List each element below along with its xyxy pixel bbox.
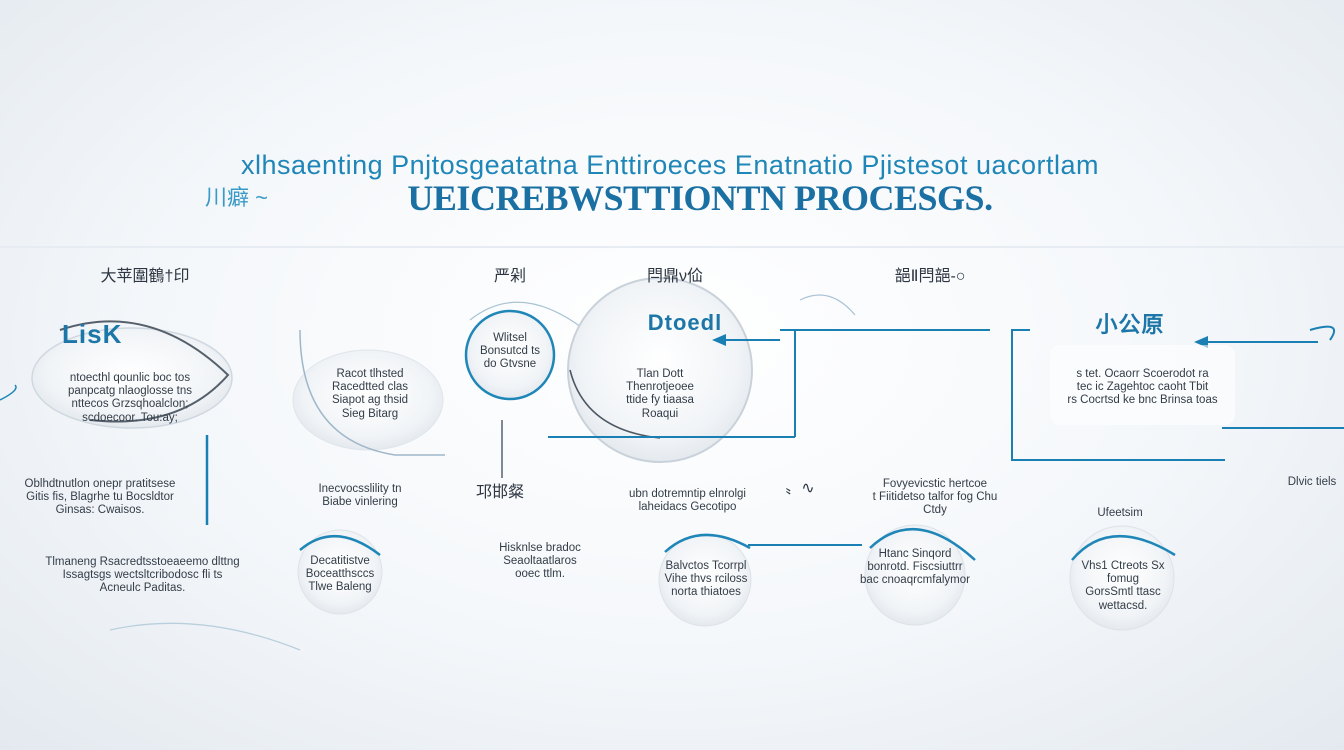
node-d-arc [569, 369, 661, 439]
row2-center-mark: 〟∿ [785, 480, 815, 497]
node-b-arc [299, 329, 445, 456]
node-e-logo: 小公原 [1095, 312, 1165, 337]
circle-4 [1069, 525, 1175, 631]
circle-4-arc [1071, 535, 1176, 561]
circle-3-text: Htanc Sinqord bonrotd. Fiscsiuttrr bac c… [860, 548, 970, 587]
row2-mid-a: Inecvocsslility tn Biabe vinlering [318, 483, 402, 509]
column-head-2: 严剁 [493, 268, 526, 285]
row2-mid-cjk: 邛邯粲 [475, 484, 524, 501]
column-head-4: 郶Ⅱ閂郶-○ [894, 268, 966, 285]
wisp-bottom-left [109, 622, 301, 651]
node-c-swirl [469, 301, 586, 331]
title-line-1: xlhsaenting Pnjtosgeatatna Enttiroeces E… [241, 150, 1099, 180]
node-a-logo: LisK [62, 319, 123, 349]
circle-1-arc [299, 535, 381, 556]
row2-left-a: Oblhdtnutlon onepr pratitsese Gitis fis,… [24, 478, 176, 517]
node-a-bubble [31, 327, 233, 429]
node-c-text: Wlitsel Bonsutcd ts do Gtvsne [479, 332, 541, 371]
circle-2-text: Balvctos Tcorrpl Vihe thvs rciloss norta… [664, 560, 748, 599]
title-cjk-left: 川癖 ~ [205, 185, 268, 210]
node-e-swirl [1309, 325, 1335, 341]
wisp-top-right [799, 294, 856, 316]
node-e-bracket [1011, 329, 1225, 461]
node-b-text: Racot tlhsted Racedtted clas Siapot ag t… [331, 368, 409, 420]
row2-far-right-a: Dlvic tiels [1287, 476, 1337, 488]
row2-far-right-b: Ufeetsim [1097, 507, 1143, 519]
row2-right-a: Fovyevicstic hertcoe t Fiitidetso talfor… [872, 478, 998, 517]
circle-1 [297, 529, 383, 615]
node-d-logo: Dtoedl [647, 310, 723, 335]
circle-2-arc [664, 533, 751, 553]
node-d-circle [567, 277, 753, 463]
column-head-3: 閂鼎ν佡 [646, 268, 703, 285]
node-a-arc [59, 320, 230, 423]
wisp-left-edge [0, 384, 17, 401]
node-e-text: s tet. Ocaorr Scoerodot ra tec ic Zageht… [1067, 368, 1218, 407]
node-a-text: ntoecthl qounlic boc tos panpcatg nlaogl… [67, 372, 193, 424]
row2-mid-b: Hisknlse bradoc Seaoltaatlaros ooec ttlm… [499, 542, 581, 581]
arrow-into-d-head [712, 334, 726, 346]
node-e-panel [1050, 345, 1235, 425]
row2-left-b: Tlmaneng Rsacredtsstoeaeemo dlttng Issag… [45, 556, 240, 595]
circle-4-text: Vhs1 Ctreots Sx fomug GorsSmtl ttasc wet… [1081, 560, 1165, 612]
circle-3-arc [869, 527, 976, 561]
column-head-1: 大苹圍鶴†印 [100, 268, 190, 285]
title-line-2: UEICREBWSTTIONTN PROCESGS. [407, 178, 993, 218]
circle-3 [864, 524, 966, 626]
circle-1-text: Decatitistve Boceatthsccs Tlwe Baleng [305, 555, 375, 594]
node-d-text: Tlan Dott Thenrotjeoee ttide fy tiaasa R… [626, 368, 694, 420]
row2-center-a: ubn dotremntip elnrolgi laheidacs Gecoti… [629, 488, 746, 514]
node-c-circle [464, 309, 556, 401]
